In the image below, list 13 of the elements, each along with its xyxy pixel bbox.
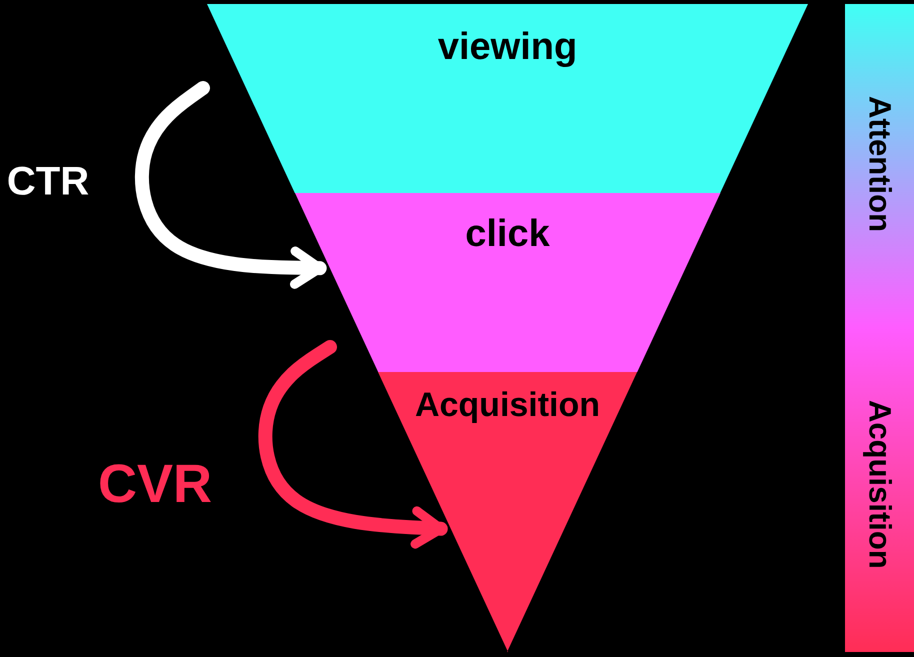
band-label: Acquisition	[414, 386, 602, 425]
curved-arrow	[258, 340, 448, 549]
funnel-band	[207, 4, 808, 193]
curved-arrow	[134, 81, 327, 289]
band-label: click	[464, 213, 551, 256]
bar-label: Attention	[862, 94, 898, 234]
gradient-bar	[845, 4, 914, 652]
bar-label: Acquisition	[862, 398, 898, 570]
funnel-band	[294, 193, 720, 372]
band-label: viewing	[436, 26, 578, 69]
edge-label: CVR	[98, 453, 212, 515]
funnel-band	[378, 372, 638, 652]
edge-label: CTR	[6, 160, 90, 204]
